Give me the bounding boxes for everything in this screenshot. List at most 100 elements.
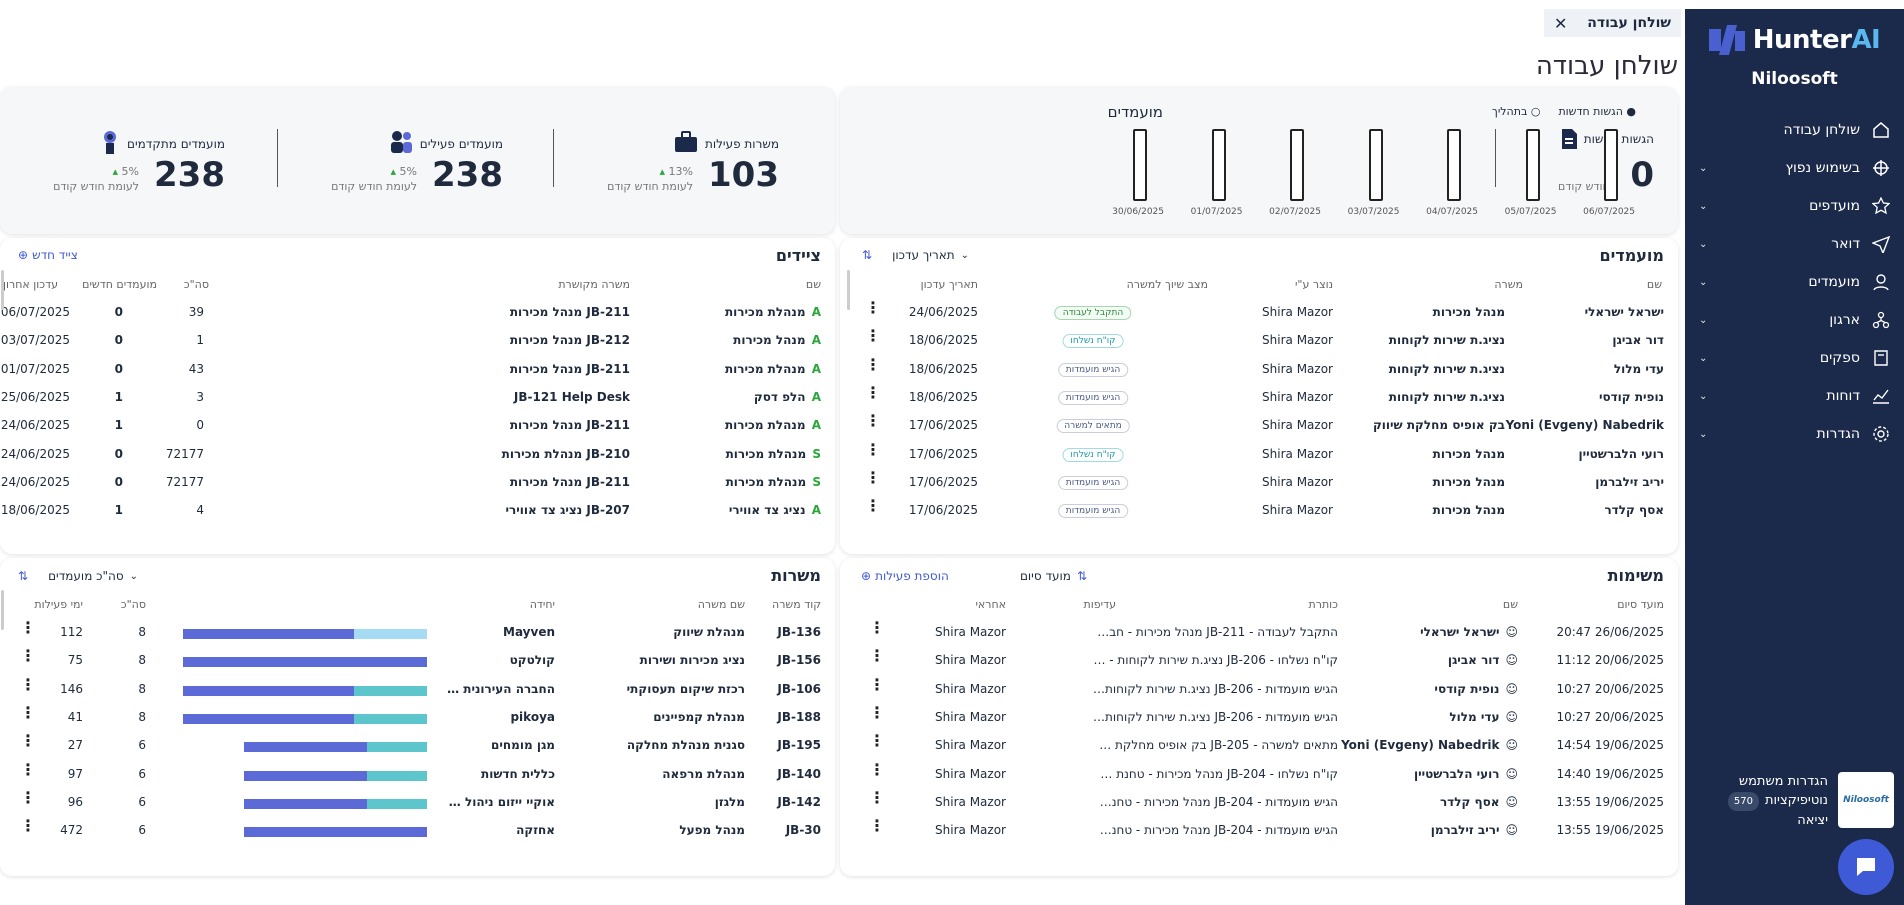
more-vertical-icon[interactable]: ⋮ [869,674,885,694]
more-vertical-icon[interactable]: ⋮ [865,326,881,346]
candidate-name[interactable]: Yoni (Evgeny) Nabedrik [1505,418,1664,433]
jobs-sort-control[interactable]: ⌄ סה"כ מועמדים ⇅ [18,569,138,583]
new-hunt-button[interactable]: צייד חדש ⊕ [18,248,78,262]
candidate-name[interactable]: דור אביגן [1612,333,1664,348]
more-vertical-icon[interactable]: ⋮ [20,787,36,807]
linked-job[interactable]: JB-211 מנהל מכירות [509,474,630,489]
hunt-name[interactable]: A מנהל מכירות [733,333,821,347]
job-name[interactable]: מנהל מכירות [1432,474,1505,489]
linked-job[interactable]: JB-121 Help Desk [513,389,630,404]
task-title[interactable]: התקבל לעבודה - JB-211 מנהל מכירות - חברת… [1093,625,1338,639]
job-name[interactable]: נציג.ת שירות לקוחות [1388,361,1505,376]
more-vertical-icon[interactable]: ⋮ [20,759,36,779]
user-settings-link[interactable]: הגדרות משתמש [1738,774,1828,789]
chevron-down-icon[interactable]: ⌄ [1699,314,1708,326]
sidebar-item-2[interactable]: מועדפים⌄ [1685,187,1904,225]
job-name[interactable]: מנהלת שיווק [673,625,745,639]
more-vertical-icon[interactable]: ⋮ [865,496,881,516]
chevron-down-icon[interactable]: ⌄ [129,570,139,582]
candidate-name[interactable]: רועי הלברשטיין [1578,446,1664,461]
hunt-name[interactable]: A מנהלת מכירות [725,305,821,319]
task-title[interactable]: קו"ח נשלחו - JB-204 מנהל מכירות - טחנת ה… [1093,766,1338,781]
sidebar-item-3[interactable]: דואר⌄ [1685,225,1904,263]
linked-job[interactable]: JB-211 מנהל מכירות [509,305,630,319]
chevron-down-icon[interactable]: ⌄ [960,249,970,261]
more-vertical-icon[interactable]: ⋮ [20,731,36,751]
hunt-name[interactable]: A נציג צד אווירי [729,503,821,517]
scrollbar[interactable] [1,270,4,310]
scrollbar[interactable] [847,270,850,310]
job-code[interactable]: JB-142 [777,794,821,809]
linked-job[interactable]: JB-211 מנהל מכירות [509,418,630,433]
task-title[interactable]: הגיש מועמדות - JB-204 מנהל מכירות - טחנת… [1093,794,1338,809]
sort-icon[interactable]: ⇅ [862,248,873,262]
sort-icon[interactable]: ⇅ [18,569,29,583]
job-code[interactable]: JB-156 [777,653,821,668]
sidebar-item-6[interactable]: ספקים⌄ [1685,339,1904,377]
linked-job[interactable]: JB-212 מנהל מכירות [509,333,630,348]
notifications-link[interactable]: נוטיפיקציות570 [1727,791,1828,811]
more-vertical-icon[interactable]: ⋮ [865,382,881,402]
job-code[interactable]: JB-188 [777,709,821,724]
task-candidate[interactable]: ☺Yoni (Evgeny) Nabedrik [1341,738,1518,752]
chevron-down-icon[interactable]: ⌄ [1699,390,1708,402]
job-code[interactable]: JB-136 [777,625,821,639]
hunt-name[interactable]: A הלפ דסק [754,390,821,404]
task-title[interactable]: הגיש מועמדות - JB-206 נציג.ת שירות לקוחו… [1093,709,1338,724]
job-name[interactable]: סגנית מנהלת מחלקה [626,738,745,753]
task-candidate[interactable]: ☺אסף קלדר [1440,795,1518,809]
more-vertical-icon[interactable]: ⋮ [20,702,36,722]
tab-dashboard[interactable]: שולחן עבודה ✕ [1544,9,1681,37]
hunt-name[interactable]: S מנהלת מכירות [726,447,821,461]
more-vertical-icon[interactable]: ⋮ [20,816,36,836]
job-name[interactable]: נציג מכירות ושירות [639,653,745,668]
job-code[interactable]: JB-30 [785,823,821,838]
sidebar-item-1[interactable]: בשימוש נפוץ⌄ [1685,149,1904,187]
job-name[interactable]: מנהל מפעל [679,823,745,838]
candidate-name[interactable]: נופית קודסי [1598,389,1664,404]
more-vertical-icon[interactable]: ⋮ [869,731,885,751]
sidebar-item-5[interactable]: ארגון⌄ [1685,301,1904,339]
chat-button[interactable] [1838,839,1894,895]
brand-logo[interactable]: HunterAI [1685,15,1904,65]
job-name[interactable]: מנהל מכירות [1432,503,1505,518]
job-name[interactable]: מלגזן [714,794,745,809]
task-candidate[interactable]: ☺עדי מלול [1449,710,1518,724]
job-code[interactable]: JB-106 [777,681,821,696]
job-code[interactable]: JB-195 [777,738,821,753]
job-name[interactable]: נציג.ת שירות לקוחות [1388,333,1505,348]
chevron-down-icon[interactable]: ⌄ [1699,238,1708,250]
chevron-down-icon[interactable]: ⌄ [1699,162,1708,174]
chevron-down-icon[interactable]: ⌄ [1699,200,1708,212]
more-vertical-icon[interactable]: ⋮ [865,439,881,459]
logout-link[interactable]: יציאה [1797,813,1828,828]
chevron-down-icon[interactable]: ⌄ [1699,352,1708,364]
chevron-down-icon[interactable]: ⌄ [1699,276,1708,288]
sort-icon[interactable]: ⇅ [1076,569,1087,583]
add-activity-button[interactable]: הוספת פעילות ⊕ [861,569,949,583]
chevron-down-icon[interactable]: ⌄ [1699,428,1708,440]
more-vertical-icon[interactable]: ⋮ [865,354,881,374]
more-vertical-icon[interactable]: ⋮ [20,646,36,666]
